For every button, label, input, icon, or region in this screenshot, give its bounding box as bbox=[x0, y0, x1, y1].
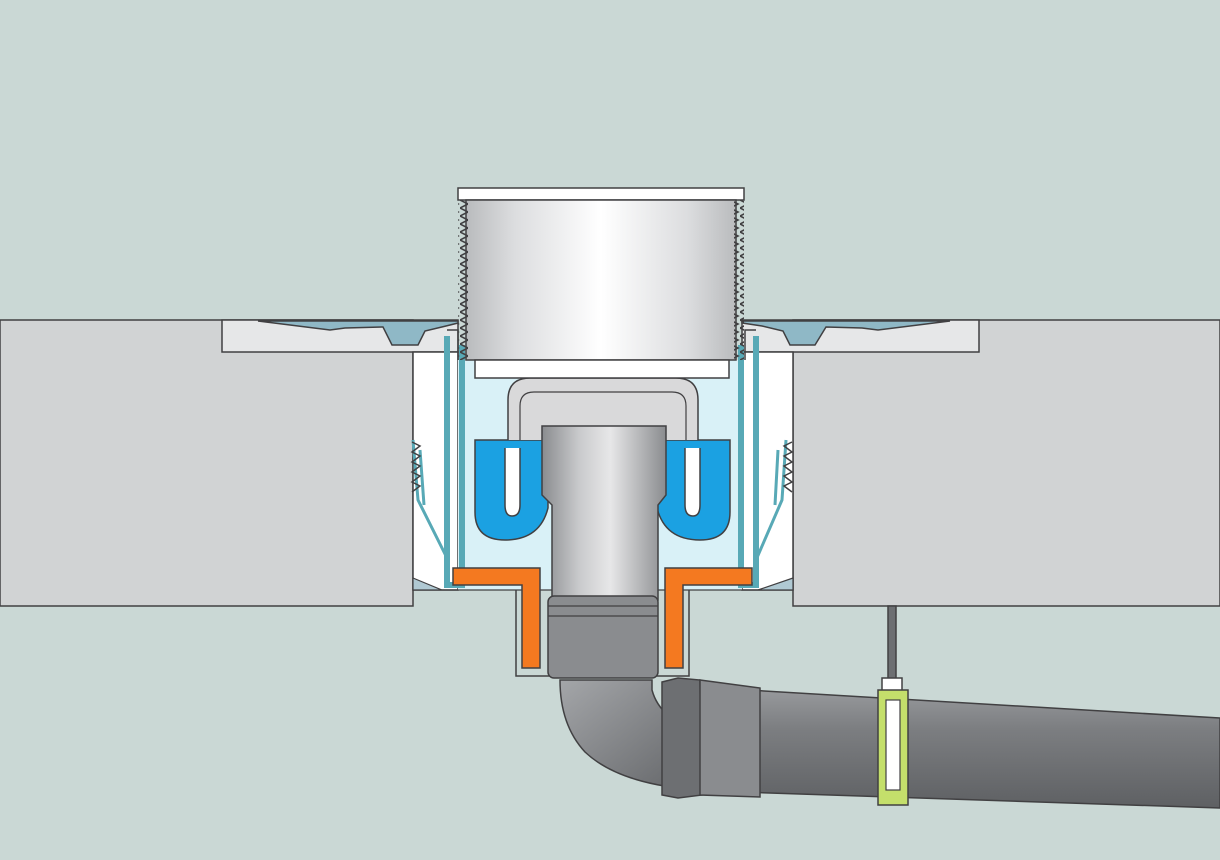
outlet-spigot bbox=[541, 425, 667, 679]
pipe-socket bbox=[661, 677, 761, 799]
floor-slab-left bbox=[0, 319, 414, 607]
sealing-flange bbox=[452, 567, 753, 677]
grating-top bbox=[457, 187, 745, 379]
pipe-clamp bbox=[877, 677, 909, 806]
drain-pipe bbox=[679, 685, 1220, 809]
membrane-flange bbox=[257, 320, 951, 346]
water-trap bbox=[474, 377, 731, 541]
hanger-rod bbox=[887, 605, 897, 689]
floor-slab-right bbox=[792, 319, 1220, 607]
